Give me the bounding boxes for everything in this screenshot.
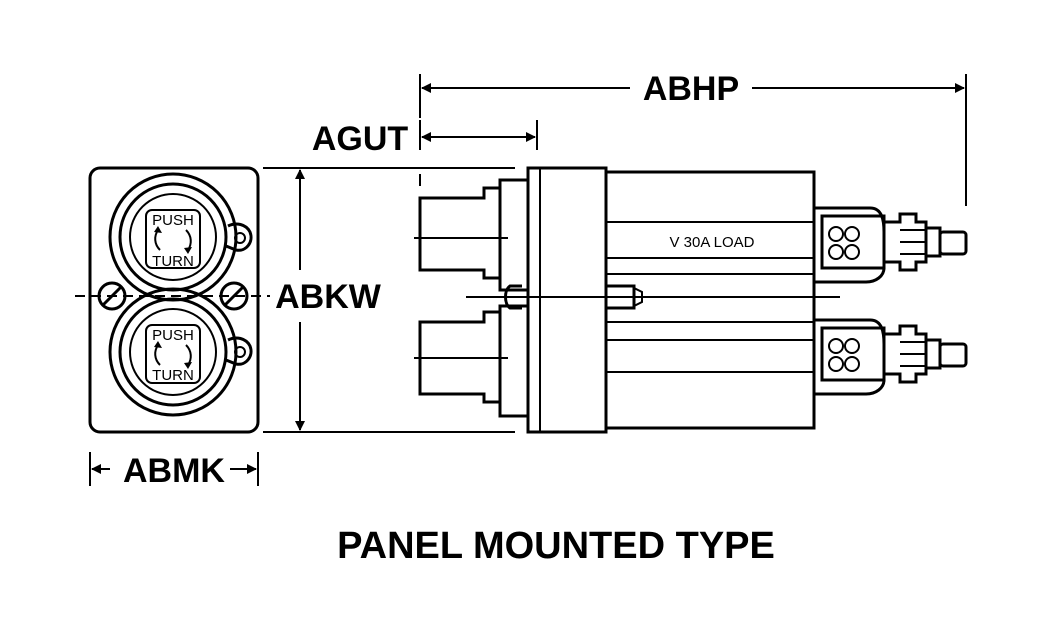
abkw-dimension: ABKW (263, 167, 515, 433)
drawing-caption: PANEL MOUNTED TYPE (337, 525, 775, 567)
lower-knob-turn-label: TURN (152, 367, 194, 384)
lower-stem (414, 304, 530, 418)
upper-stem (414, 178, 530, 292)
side-view: V 30A LOAD (414, 166, 968, 434)
lower-terminal (814, 318, 968, 396)
upper-terminal (814, 206, 968, 284)
agut-dimension: AGUT (312, 120, 538, 186)
abhp-dimension: ABHP (419, 70, 967, 206)
upper-knob: PUSH TURN (108, 172, 253, 302)
lower-knob: PUSH TURN (108, 287, 253, 417)
abhp-label: ABHP (643, 70, 739, 108)
rotate-cw-arrow-icon (185, 344, 192, 366)
center-stud (466, 284, 840, 310)
front-view: PUSH TURN PUSH TURN (75, 166, 270, 434)
upper-knob-push-label: PUSH (152, 212, 194, 229)
agut-label: AGUT (312, 120, 409, 158)
lower-knob-push-label: PUSH (152, 327, 194, 344)
panel-face-outline (88, 166, 260, 434)
abmk-label: ABMK (123, 452, 225, 490)
switch-body (604, 170, 816, 430)
rotate-ccw-arrow-icon (154, 344, 161, 366)
abkw-label: ABKW (275, 278, 382, 316)
abmk-dimension: ABMK (89, 452, 259, 490)
body-rating-label: V 30A LOAD (669, 234, 754, 251)
rotate-cw-arrow-icon (185, 229, 192, 251)
upper-knob-turn-label: TURN (152, 253, 194, 270)
rotate-ccw-arrow-icon (154, 229, 161, 251)
